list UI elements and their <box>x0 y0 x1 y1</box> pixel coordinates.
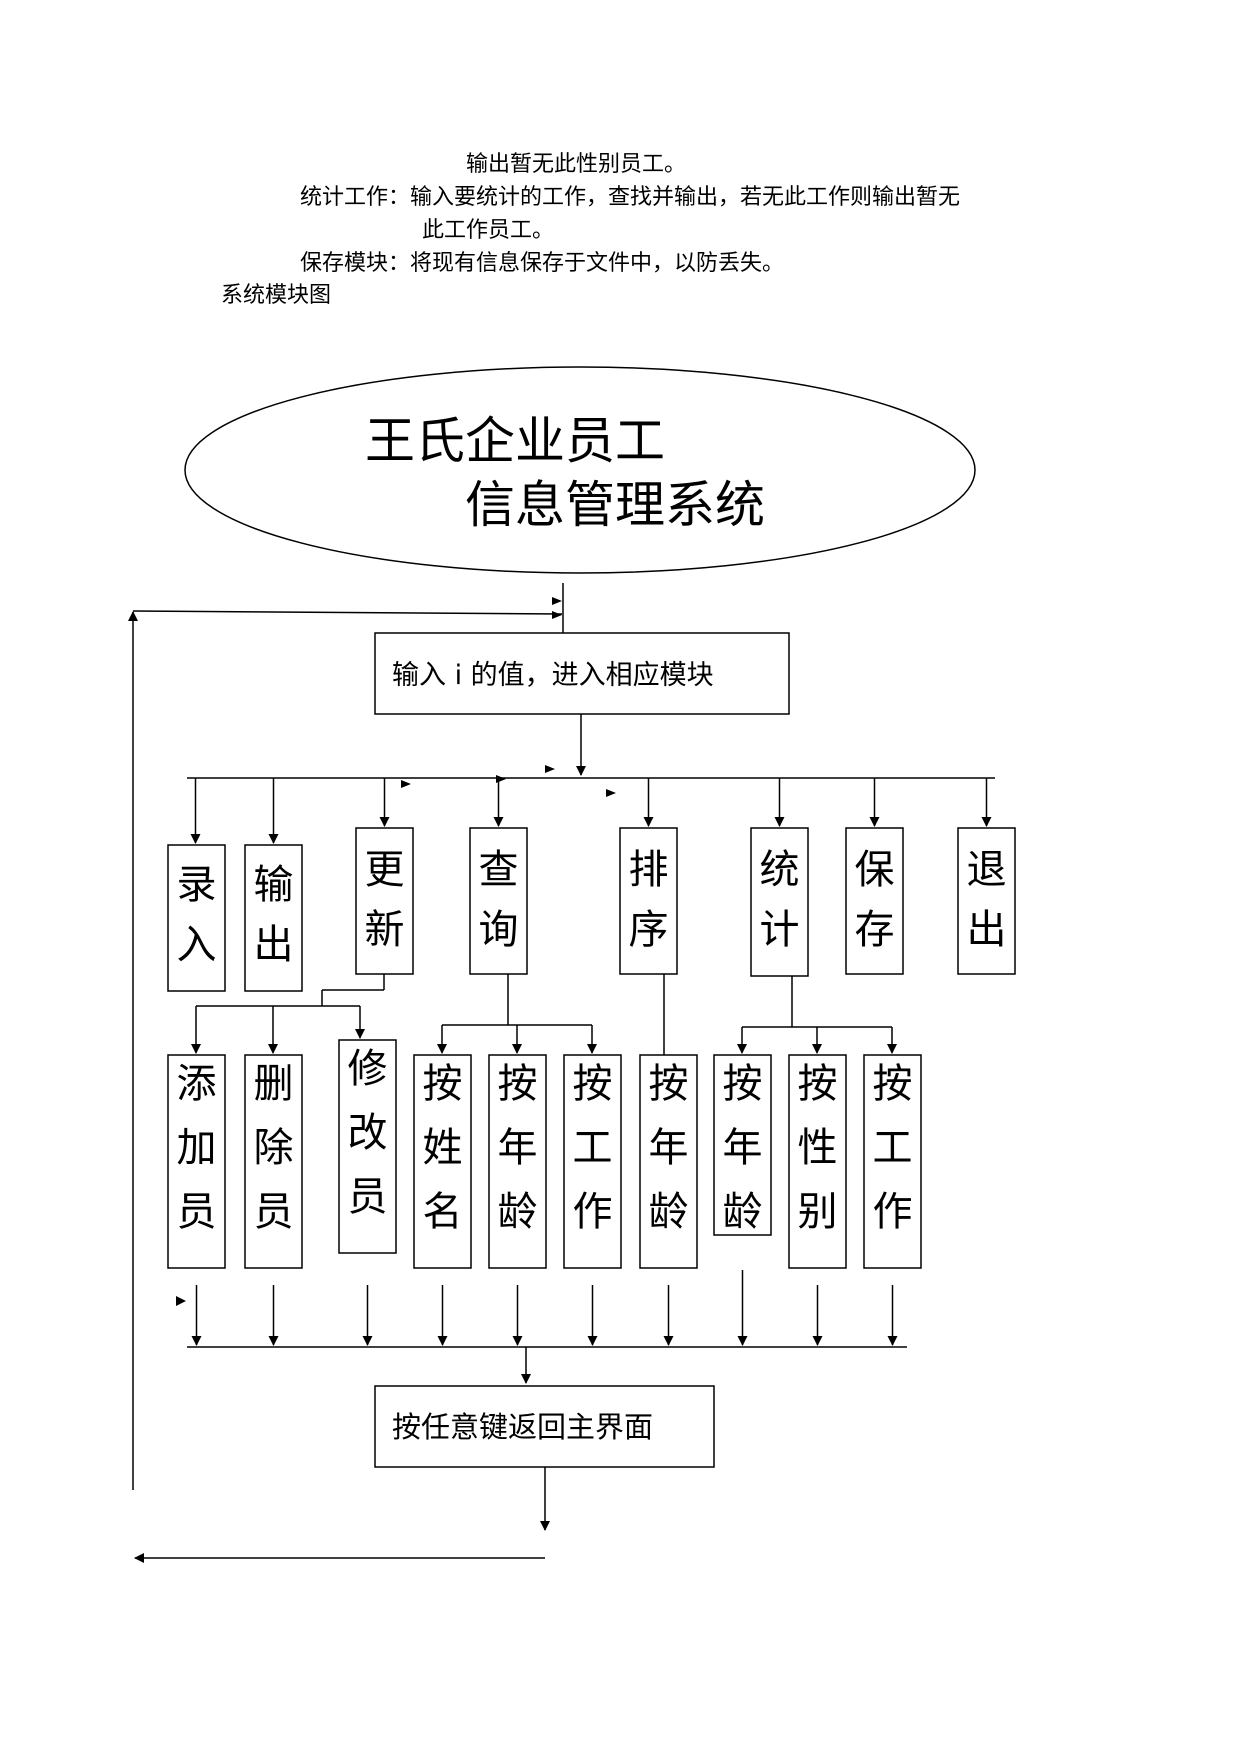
submodule-4: 按姓名 <box>413 1054 472 1346</box>
submodule-label-char: 按 <box>423 1061 463 1107</box>
submodule-box <box>413 1054 472 1269</box>
submodule-label-char: 作 <box>573 1189 613 1235</box>
submodule-label-char: 按 <box>723 1061 763 1107</box>
title-line-2: 信息管理系统 <box>465 476 765 534</box>
submodule-label-char: 姓 <box>423 1125 463 1171</box>
submodule-box <box>488 1054 547 1269</box>
input-box <box>374 632 790 715</box>
submodule-label-char: 名 <box>423 1189 463 1235</box>
return-box-label: 按任意键返回主界面 <box>392 1410 653 1444</box>
submodule-label-char: 修 <box>348 1046 388 1092</box>
module-box <box>957 827 1016 975</box>
module-7: 保存 <box>845 778 904 975</box>
submodule-box <box>167 1054 226 1269</box>
submodule-label-char: 员 <box>177 1189 217 1235</box>
submodule-9: 按性别 <box>788 1054 847 1346</box>
title-ellipse <box>184 366 976 574</box>
module-8: 退出 <box>957 778 1016 975</box>
module-label-char: 更 <box>365 847 405 893</box>
submodule-box <box>563 1054 622 1269</box>
submodule-label-char: 别 <box>798 1189 838 1235</box>
submodule-label-char: 按 <box>498 1061 538 1107</box>
submodule-label-char: 员 <box>254 1189 294 1235</box>
submodule-label-char: 按 <box>573 1061 613 1107</box>
submodule-label-char: 年 <box>649 1125 689 1171</box>
submodule-box <box>244 1054 303 1269</box>
module-label-char: 出 <box>254 922 294 968</box>
module-box <box>244 844 303 992</box>
module-label-char: 计 <box>760 907 800 953</box>
submodule-label-char: 龄 <box>723 1189 763 1235</box>
submodule-label-char: 工 <box>873 1125 913 1171</box>
module-label-char: 序 <box>629 907 669 953</box>
module-box <box>469 827 528 975</box>
submodule-label-char: 加 <box>177 1125 217 1171</box>
submodule-2: 删除员 <box>244 1054 303 1346</box>
submodule-label-char: 工 <box>573 1125 613 1171</box>
submodule-label-char: 龄 <box>498 1189 538 1235</box>
module-label-char: 查 <box>479 847 519 893</box>
submodule-box <box>713 1054 772 1236</box>
module-4: 查询 <box>469 778 528 975</box>
text-line-3: 此工作员工。 <box>422 218 555 243</box>
title-line-1: 王氏企业员工 <box>365 412 665 470</box>
submodule-7: 按年龄 <box>639 1054 698 1346</box>
submodule-3: 修改员 <box>338 1039 397 1346</box>
submodule-label-char: 添 <box>177 1061 217 1107</box>
module-label-char: 退 <box>967 847 1007 893</box>
submodule-label-char: 除 <box>254 1125 294 1171</box>
submodule-label-char: 性 <box>798 1125 838 1171</box>
text-line-1: 输出暂无此性别员工。 <box>466 152 687 177</box>
submodule-label-char: 删 <box>254 1061 294 1107</box>
module-box <box>845 827 904 975</box>
submodule-label-char: 改 <box>348 1110 388 1156</box>
submodule-5: 按年龄 <box>488 1054 547 1346</box>
module-label-char: 存 <box>855 907 895 953</box>
submodule-label-char: 作 <box>873 1189 913 1235</box>
module-box <box>167 844 226 992</box>
module-label-char: 输 <box>254 862 294 908</box>
module-label-char: 入 <box>177 922 217 968</box>
module-label-char: 询 <box>479 907 519 953</box>
module-box <box>750 827 809 977</box>
submodule-box <box>639 1054 698 1269</box>
submodule-label-char: 年 <box>498 1125 538 1171</box>
module-label-char: 出 <box>967 907 1007 953</box>
module-label-char: 排 <box>629 847 669 893</box>
module-3: 更新 <box>355 778 414 975</box>
submodule-6: 按工作 <box>563 1054 622 1346</box>
module-label-char: 新 <box>365 907 405 953</box>
submodule-label-char: 年 <box>723 1125 763 1171</box>
module-5: 排序 <box>619 778 678 975</box>
submodule-label-char: 员 <box>348 1174 388 1220</box>
module-box <box>619 827 678 975</box>
submodule-box <box>863 1054 922 1269</box>
module-label-char: 保 <box>855 847 895 893</box>
submodule-label-char: 按 <box>649 1061 689 1107</box>
submodule-8: 按年龄 <box>713 1054 772 1346</box>
text-line-2: 统计工作：输入要统计的工作，查找并输出，若无此工作则输出暂无 <box>300 185 961 210</box>
module-connectors <box>191 974 897 1055</box>
submodule-box <box>788 1054 847 1269</box>
module-1: 录入 <box>167 778 226 992</box>
text-line-4: 保存模块：将现有信息保存于文件中，以防丢失。 <box>300 251 785 276</box>
module-2: 输出 <box>244 778 303 992</box>
module-label-char: 录 <box>177 862 217 908</box>
submodule-label-char: 按 <box>873 1061 913 1107</box>
input-box-label: 输入 i 的值，进入相应模块 <box>392 660 714 691</box>
submodule-label-char: 龄 <box>649 1189 689 1235</box>
module-6: 统计 <box>750 778 809 977</box>
submodule-box <box>338 1039 397 1254</box>
submodule-label-char: 按 <box>798 1061 838 1107</box>
section-heading: 系统模块图 <box>221 283 332 308</box>
submodule-10: 按工作 <box>863 1054 922 1346</box>
module-label-char: 统 <box>760 847 800 893</box>
submodule-1: 添加员 <box>167 1054 226 1346</box>
